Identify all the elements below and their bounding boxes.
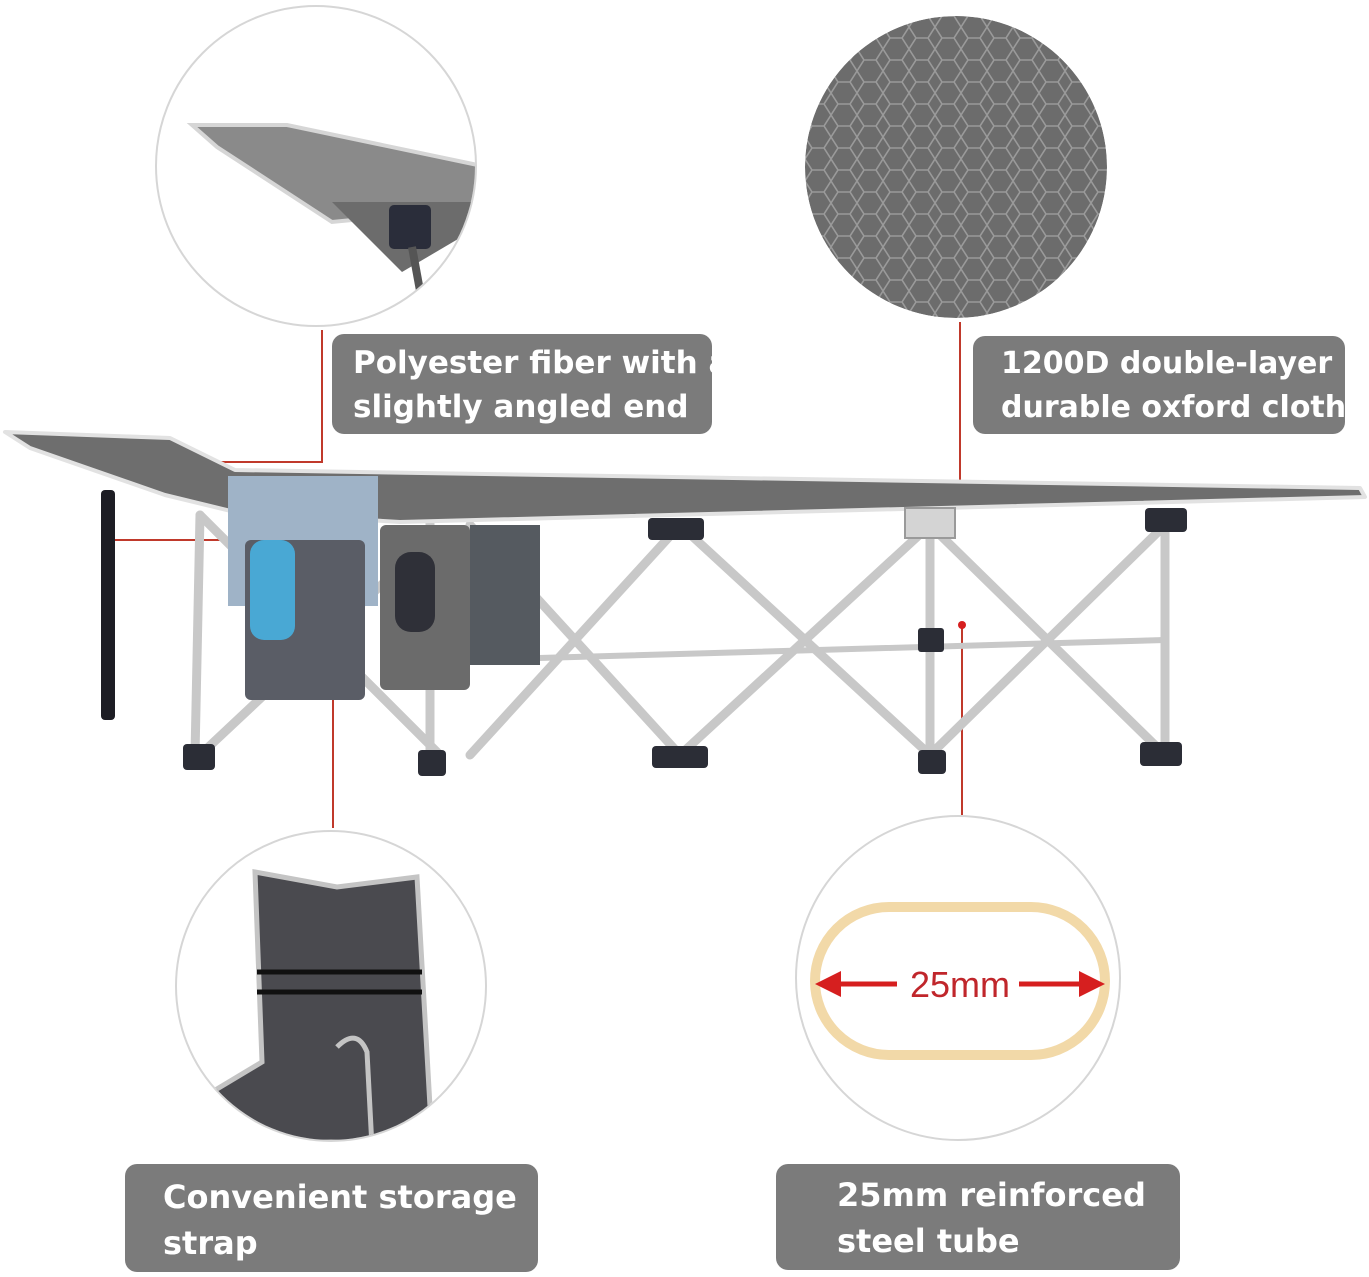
storage-strap-detail-circle — [175, 830, 487, 1142]
fabric-texture-image — [805, 16, 1107, 318]
callout-line: Convenient storage — [163, 1178, 517, 1216]
storage-strap-callout: Convenient storage strap — [125, 1164, 538, 1272]
callout-line: slightly angled end — [353, 389, 689, 425]
callout-line: strap — [163, 1224, 258, 1262]
head-end-detail-circle — [155, 5, 477, 327]
callout-line: 1200D double-layer — [1001, 346, 1333, 381]
callout-line: durable oxford cloth — [1001, 390, 1347, 425]
callout-line: steel tube — [837, 1222, 1020, 1260]
tube-cross-section: 25mm — [810, 902, 1110, 1060]
oxford-cloth-texture-circle — [805, 16, 1107, 318]
polyester-fiber-callout: Polyester fiber with a slightly angled e… — [332, 334, 730, 434]
folded-cot-image — [209, 868, 435, 1140]
steel-tube-detail-circle: 25mm — [795, 815, 1121, 1141]
oxford-cloth-callout: 1200D double-layer durable oxford cloth — [973, 336, 1347, 434]
callout-line: Polyester fiber with a — [353, 345, 730, 381]
angled-end-image — [186, 123, 475, 325]
steel-tube-callout: 25mm reinforced steel tube — [776, 1164, 1180, 1270]
callout-line: 25mm reinforced — [837, 1176, 1146, 1214]
tube-size-label: 25mm — [910, 964, 1010, 1005]
